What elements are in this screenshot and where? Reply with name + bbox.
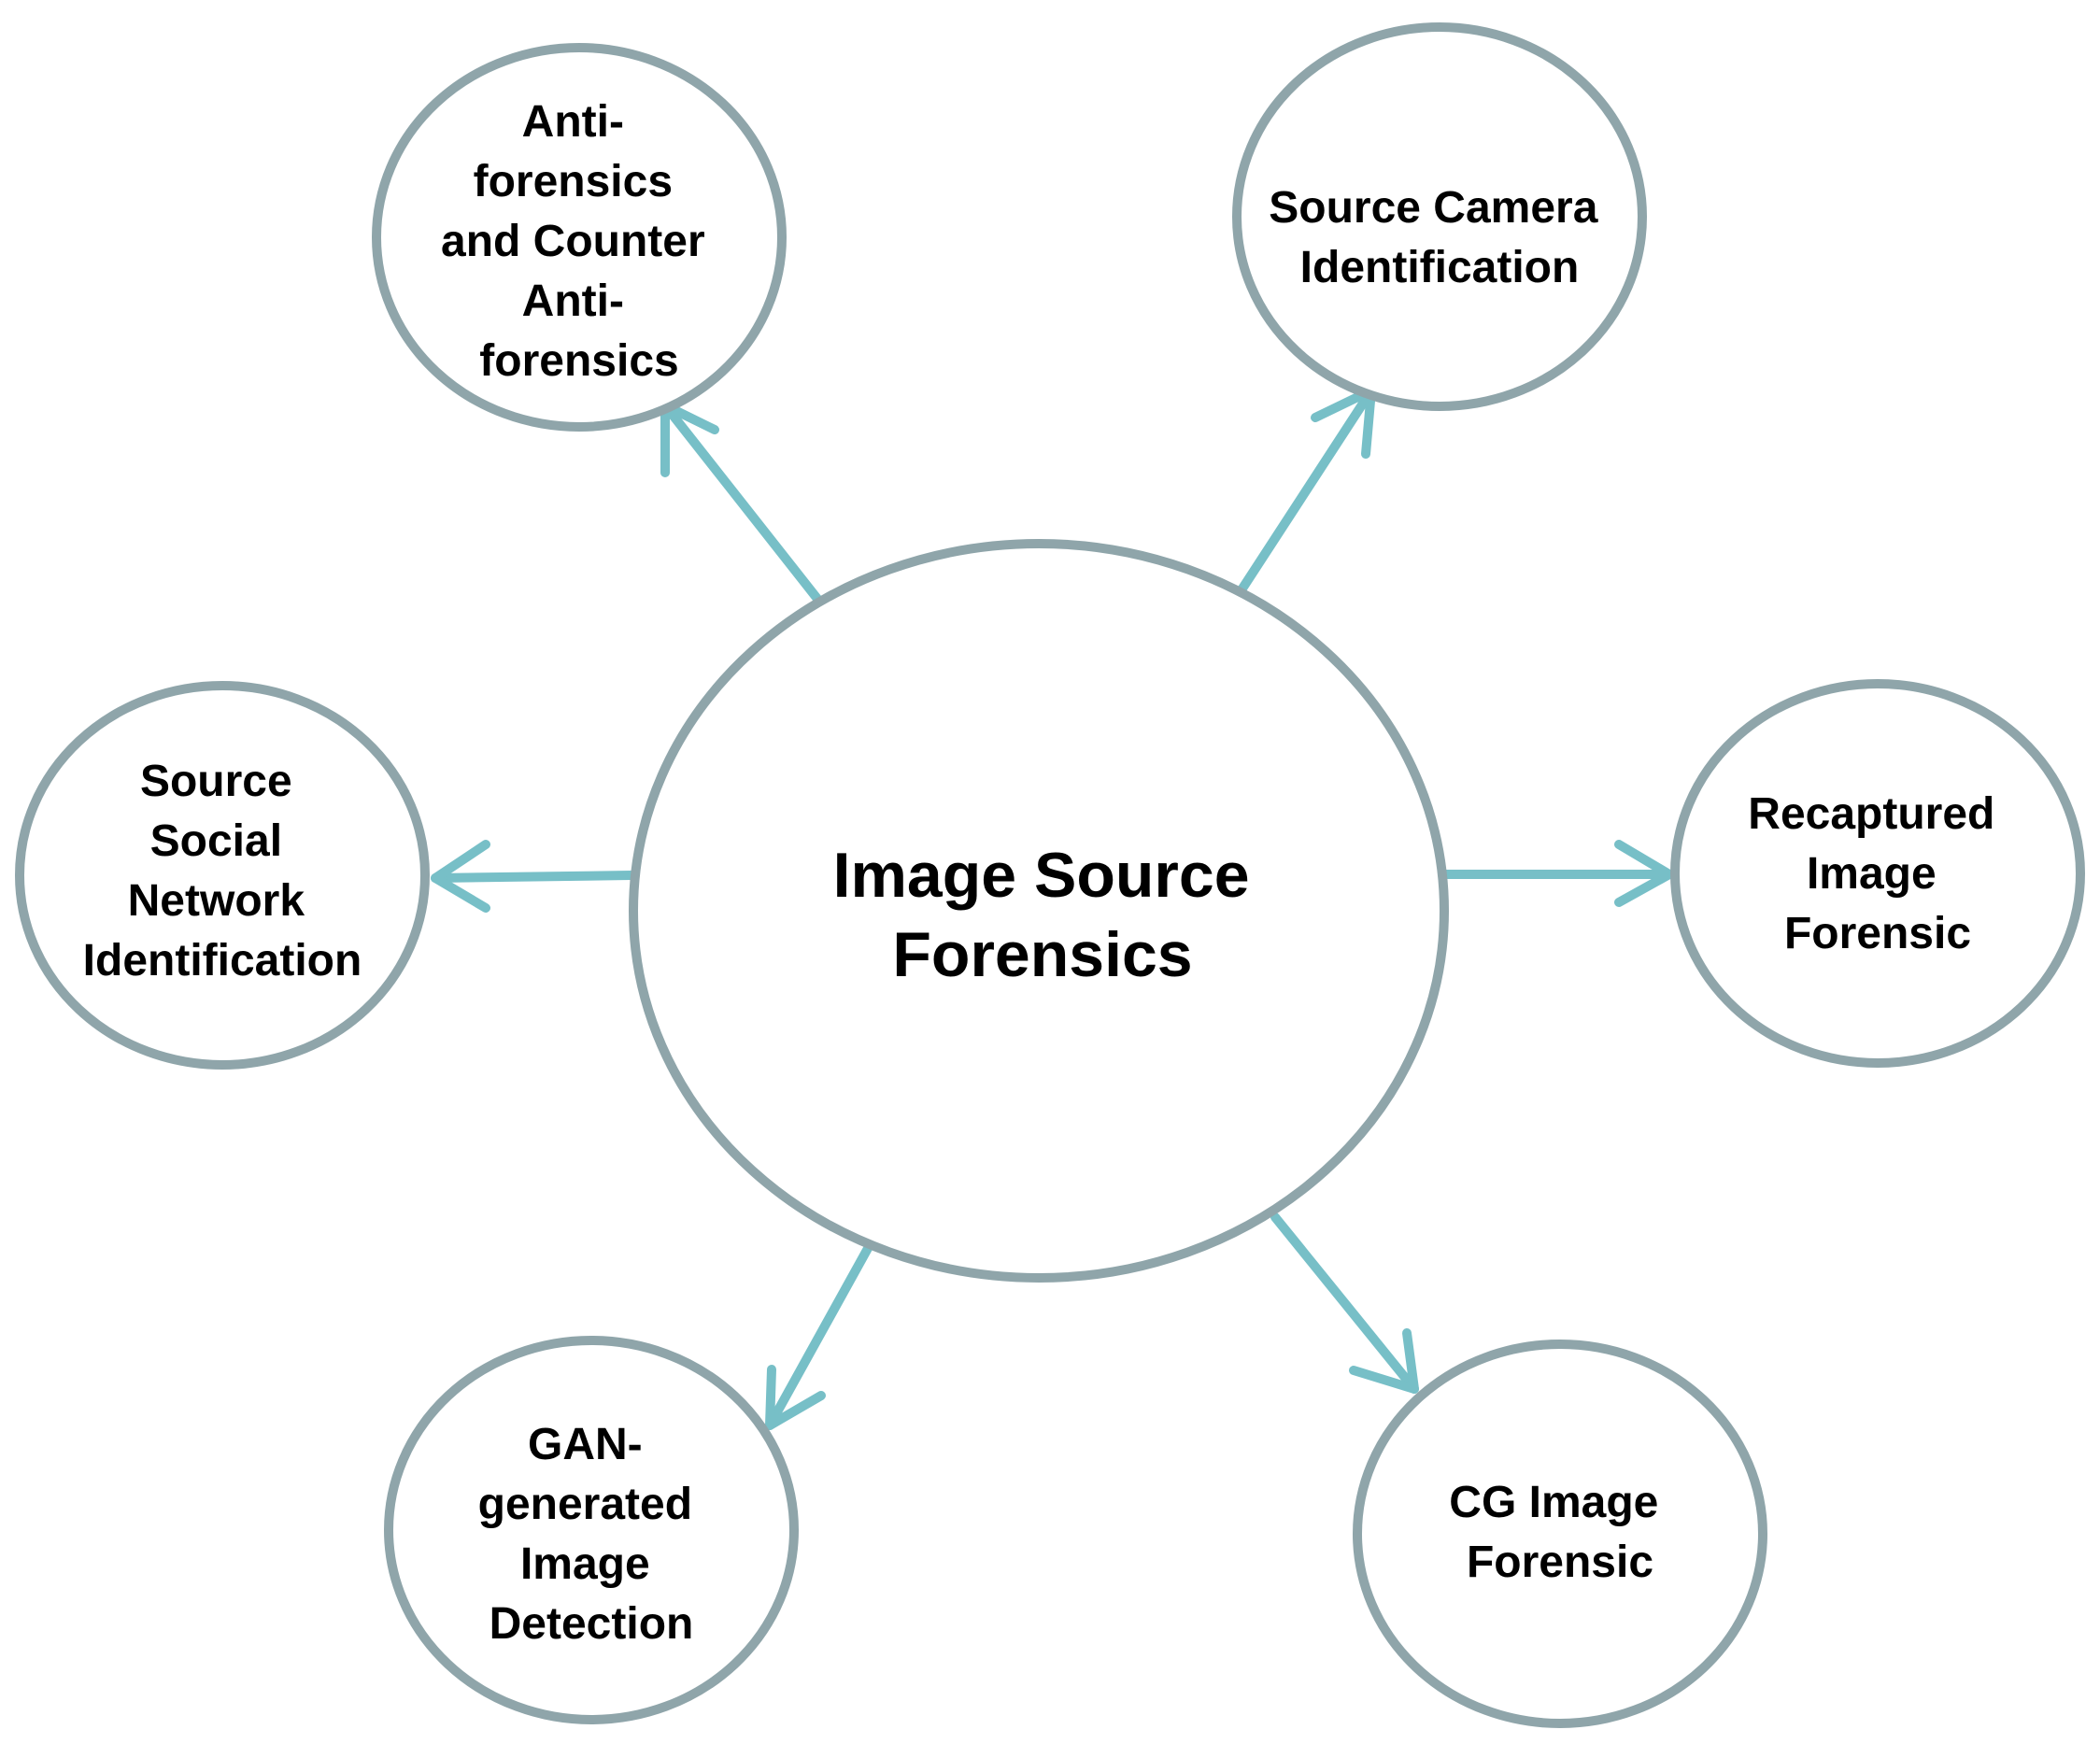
node-source-camera: Source Camera Identification xyxy=(1232,22,1647,411)
center-node: Image Source Forensics xyxy=(629,539,1449,1283)
node-recaptured-image: Recaptured Image Forensic xyxy=(1670,679,2085,1068)
node-cg-image: CG Image Forensic xyxy=(1353,1340,1767,1728)
arrow-to-recaptured-image xyxy=(1440,840,1674,907)
arrow-to-source-social-network xyxy=(431,840,636,913)
node-recaptured-image-label: Recaptured Image Forensic xyxy=(1748,789,2007,958)
node-cg-image-label: CG Image Forensic xyxy=(1449,1478,1670,1587)
node-source-camera-label: Source Camera Identification xyxy=(1269,183,1610,292)
arrow-to-anti-forensics xyxy=(660,401,822,603)
node-gan-generated-label: GAN- generated Image Detection xyxy=(478,1420,705,1649)
node-anti-forensics-label: Anti- forensics and Counter Anti- forens… xyxy=(441,97,717,386)
node-anti-forensics: Anti- forensics and Counter Anti- forens… xyxy=(372,43,787,432)
arrow-to-gan-generated xyxy=(765,1239,875,1430)
node-source-social-network-label: Source Social Network Identification xyxy=(83,757,362,985)
node-gan-generated: GAN- generated Image Detection xyxy=(384,1336,799,1724)
arrow-to-cg-image xyxy=(1270,1212,1419,1394)
center-node-label: Image Source Forensics xyxy=(833,840,1268,990)
arrow-to-source-camera xyxy=(1238,386,1376,593)
node-source-social-network: Source Social Network Identification xyxy=(15,681,430,1070)
